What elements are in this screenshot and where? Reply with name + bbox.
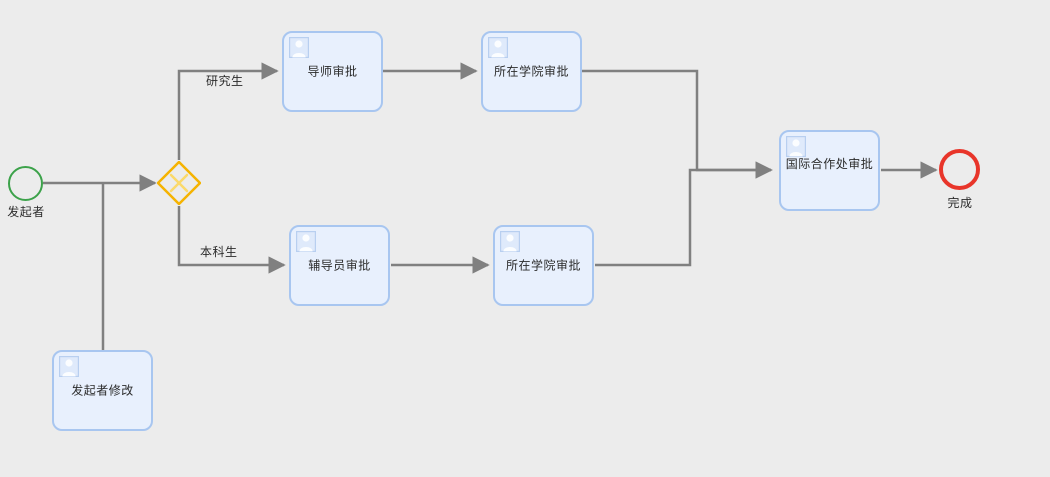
task-label: 所在学院审批 xyxy=(493,64,569,78)
task-label: 发起者修改 xyxy=(71,383,134,397)
task-college-approval-2[interactable]: 所在学院审批 xyxy=(493,225,594,306)
start-event-label: 发起者 xyxy=(7,205,45,219)
edge-gateway-undergraduate xyxy=(177,206,286,274)
start-event[interactable] xyxy=(8,166,43,201)
end-event[interactable] xyxy=(939,149,980,190)
user-icon xyxy=(289,37,309,58)
user-icon xyxy=(786,136,806,157)
task-counselor-approval[interactable]: 辅导员审批 xyxy=(289,225,390,306)
edge-gateway-graduate xyxy=(177,62,279,160)
task-intl-coop-approval[interactable]: 国际合作处审批 xyxy=(779,130,880,211)
user-icon xyxy=(500,231,520,252)
task-label: 国际合作处审批 xyxy=(785,157,874,171)
task-advisor-approval[interactable]: 导师审批 xyxy=(282,31,383,112)
task-label: 导师审批 xyxy=(307,64,358,78)
task-label: 所在学院审批 xyxy=(505,258,581,272)
user-icon xyxy=(296,231,316,252)
task-label: 辅导员审批 xyxy=(308,258,371,272)
edge-label-undergraduate: 本科生 xyxy=(200,245,238,259)
user-icon xyxy=(59,356,79,377)
gateway-x-icon xyxy=(169,173,189,193)
exclusive-gateway[interactable] xyxy=(156,160,202,206)
task-college-approval-1[interactable]: 所在学院审批 xyxy=(481,31,582,112)
edge-college1-to-intl xyxy=(582,69,773,179)
edge-college2-to-intl xyxy=(595,161,773,267)
user-icon xyxy=(488,37,508,58)
task-initiator-revision[interactable]: 发起者修改 xyxy=(52,350,153,431)
end-event-label: 完成 xyxy=(947,196,973,210)
edge-label-graduate: 研究生 xyxy=(206,74,244,88)
